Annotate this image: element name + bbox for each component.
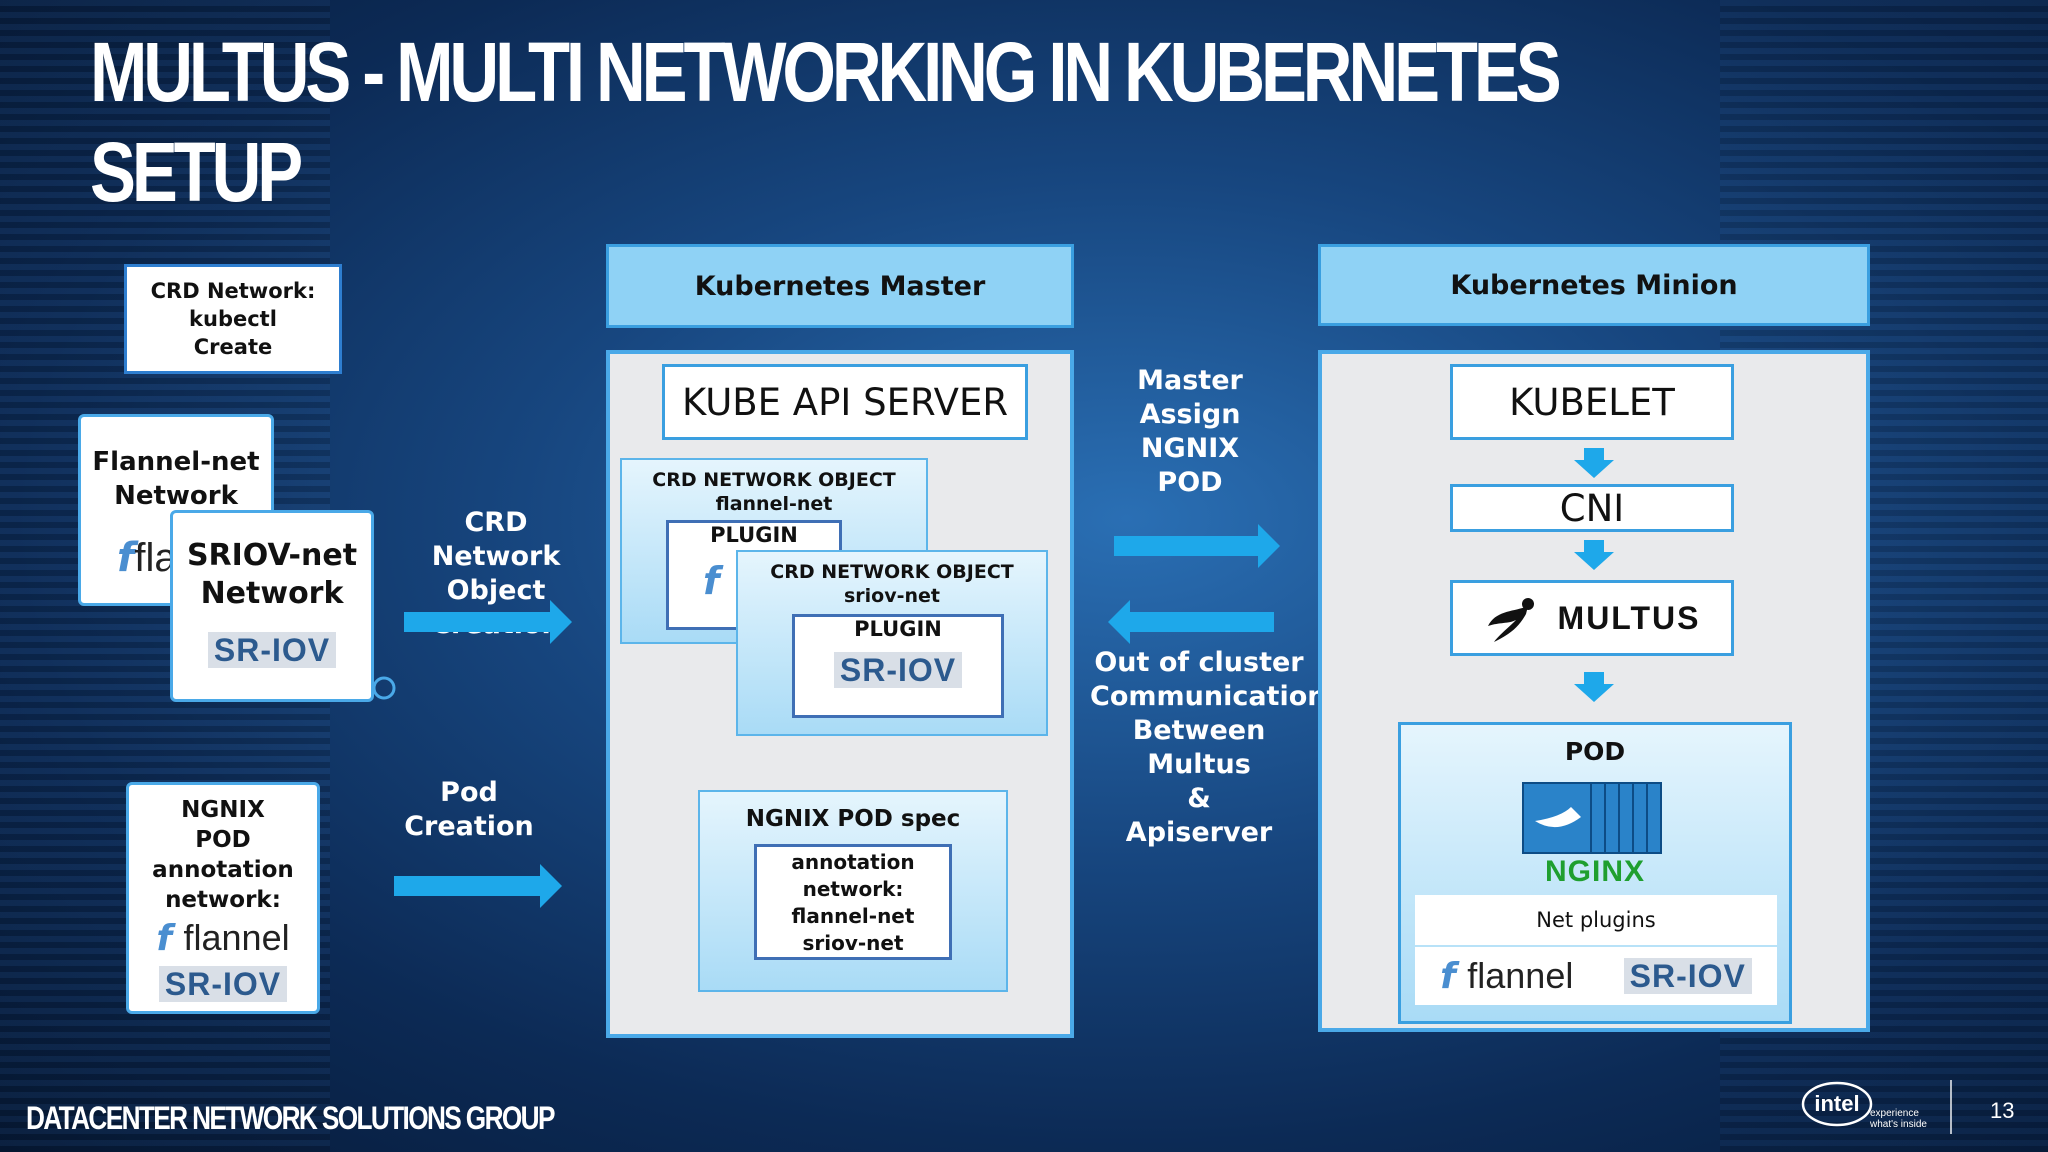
down-arrow-icon bbox=[1574, 540, 1614, 570]
kubelet: KUBELET bbox=[1450, 364, 1734, 440]
footer-group-name: DATACENTER NETWORK SOLUTIONS GROUP bbox=[26, 1100, 555, 1136]
multus: MULTUS bbox=[1450, 580, 1734, 656]
kubernetes-minion-header: Kubernetes Minion bbox=[1318, 244, 1870, 326]
intel-logo-icon: intel bbox=[1801, 1081, 1873, 1127]
net-plugins-logos: f flannel SR-IOV bbox=[1415, 947, 1777, 1005]
kube-api-server: KUBE API SERVER bbox=[662, 364, 1028, 440]
pod-container: POD NGINX Net plugins f flannel SR-IOV bbox=[1398, 722, 1792, 1024]
svg-text:intel: intel bbox=[1814, 1091, 1859, 1116]
flannel-logo: ffla bbox=[117, 535, 177, 581]
sriov-logo: SR-IOV bbox=[795, 651, 1001, 689]
flannel-logo: f flannel bbox=[156, 917, 290, 959]
page-number: 13 bbox=[1990, 1098, 2015, 1123]
net-plugins-label: Net plugins bbox=[1415, 895, 1777, 945]
scroll-curl-icon bbox=[372, 676, 396, 700]
crd-creation-arrow bbox=[404, 600, 572, 644]
kubernetes-master-header: Kubernetes Master bbox=[606, 244, 1074, 328]
nginx-logo: NGINX bbox=[1544, 855, 1645, 888]
master-assign-arrow bbox=[1114, 524, 1280, 568]
sriov-logo: SR-IOV bbox=[1623, 957, 1752, 995]
docker-container-icon bbox=[1522, 782, 1662, 854]
down-arrow-icon bbox=[1574, 448, 1614, 478]
peacock-icon bbox=[1487, 598, 1534, 642]
sriov-logo: SR-IOV bbox=[173, 631, 371, 669]
plugin-box: PLUGIN SR-IOV bbox=[792, 614, 1004, 718]
footer-divider bbox=[1950, 1080, 1952, 1134]
cni: CNI bbox=[1450, 484, 1734, 532]
flannel-logo: f flannel bbox=[1440, 955, 1574, 997]
pod-creation-arrow bbox=[394, 864, 562, 908]
out-of-cluster-arrow bbox=[1108, 600, 1274, 644]
down-arrow-icon bbox=[1574, 672, 1614, 702]
sriov-logo: SR-IOV bbox=[129, 965, 317, 1003]
flannel-icon: f bbox=[703, 559, 720, 603]
